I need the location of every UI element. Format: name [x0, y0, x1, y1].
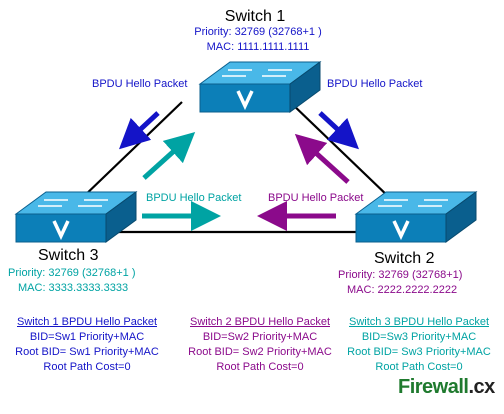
switch-3-icon	[14, 190, 138, 244]
arrow-label-left-top: BPDU Hello Packet	[92, 78, 188, 90]
packet-sw3-bid: BID=Sw3 Priority+MAC	[361, 331, 477, 343]
switch-1-priority: Priority: 32769 (32768+1 )	[194, 26, 322, 38]
packet-sw3-cost: Root Path Cost=0	[375, 361, 463, 373]
switch-2-icon	[354, 190, 478, 244]
arrow-sw1-to-sw2	[318, 111, 359, 150]
packet-sw1: Switch 1 BPDU Hello Packet BID=Sw1 Prior…	[15, 315, 159, 375]
switch-2-priority: Priority: 32769 (32768+1)	[338, 269, 463, 281]
switch-1-icon	[198, 60, 322, 114]
packet-sw2: Switch 2 BPDU Hello Packet BID=Sw2 Prior…	[188, 315, 332, 375]
packet-sw1-bid: BID=Sw1 Priority+MAC	[29, 331, 145, 343]
packet-sw3-title: Switch 3 BPDU Hello Packet	[349, 316, 489, 328]
packet-sw2-cost: Root Path Cost=0	[216, 361, 304, 373]
firewall-cx-logo: Firewall.cx	[398, 376, 495, 399]
link-sw1-sw2	[289, 101, 393, 201]
packet-sw2-root-bid: Root BID= Sw2 Priority+MAC	[188, 346, 332, 358]
arrow-label-right-top: BPDU Hello Packet	[327, 78, 423, 90]
arrow-sw3-to-sw1	[142, 131, 196, 180]
packet-sw1-title: Switch 1 BPDU Hello Packet	[17, 316, 157, 328]
packet-sw1-root-bid: Root BID= Sw1 Priority+MAC	[15, 346, 159, 358]
switch-3-mac: MAC: 3333.3333.3333	[18, 282, 129, 294]
arrow-sw2-to-sw1	[294, 133, 350, 184]
packet-sw3: Switch 3 BPDU Hello Packet BID=Sw3 Prior…	[347, 315, 491, 375]
packet-sw3-root-bid: Root BID= Sw3 Priority+MAC	[347, 346, 491, 358]
packet-sw1-cost: Root Path Cost=0	[43, 361, 131, 373]
switch-1-mac: MAC: 1111.1111.1111	[206, 41, 310, 53]
link-lines	[79, 101, 393, 234]
logo-text: Firewall	[398, 376, 469, 398]
arrow-sw1-to-sw3	[119, 111, 160, 150]
arrow-label-bottom-right: BPDU Hello Packet	[268, 192, 364, 204]
link-sw1-sw3	[79, 101, 183, 201]
packet-sw2-bid: BID=Sw2 Priority+MAC	[202, 331, 318, 343]
switch-1-name: Switch 1	[224, 8, 286, 25]
switch-3-priority: Priority: 32769 (32768+1 )	[8, 267, 136, 279]
logo-suffix: .cx	[468, 376, 495, 398]
switch-2-name: Switch 2	[374, 250, 435, 267]
switch-3-name: Switch 3	[38, 247, 99, 264]
arrow-label-bottom-left: BPDU Hello Packet	[146, 192, 242, 204]
packet-sw2-title: Switch 2 BPDU Hello Packet	[190, 316, 330, 328]
switch-2-mac: MAC: 2222.2222.2222	[347, 284, 458, 296]
